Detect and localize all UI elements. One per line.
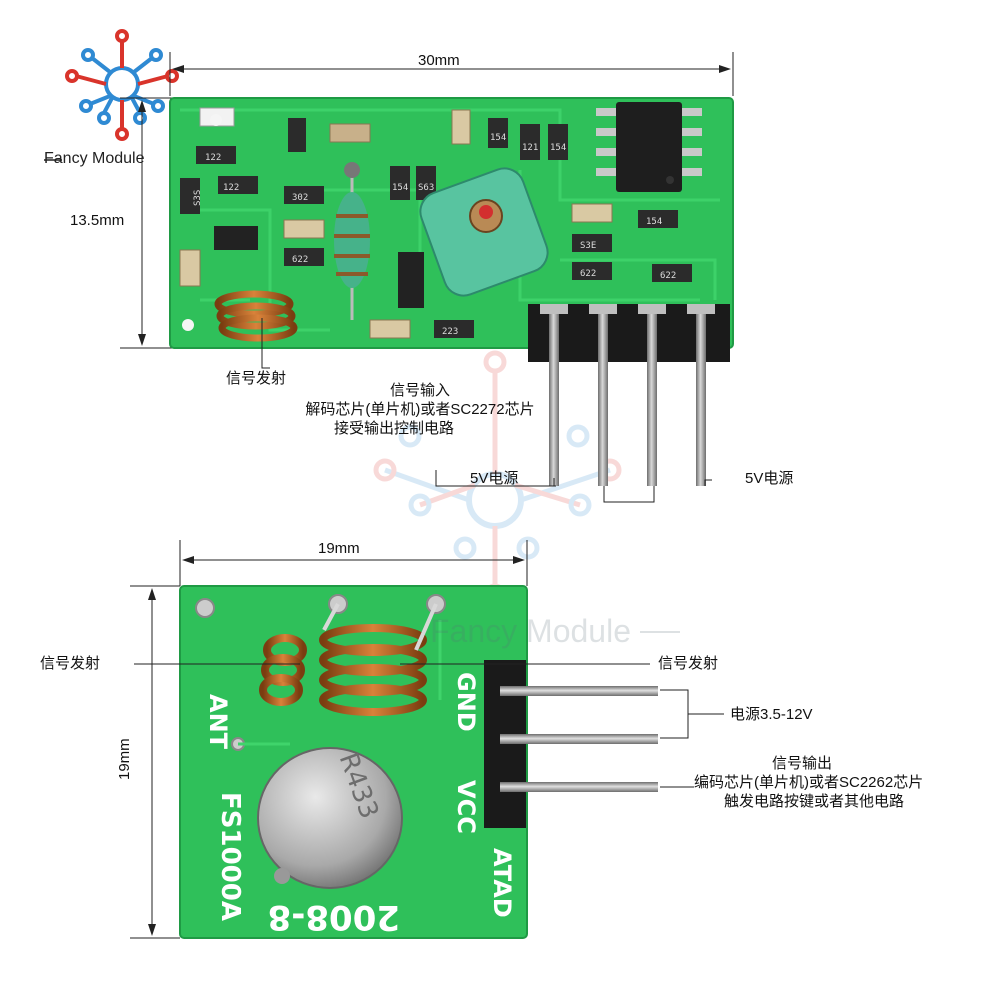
signal-input-callout: 信号输入 解码芯片(单片机)或者SC2272芯片 接受输出控制电路 xyxy=(270,382,570,438)
signal-output-desc-1: 编码芯片(单片机)或者SC2262芯片 xyxy=(694,773,924,791)
transmitter-antenna-coil xyxy=(259,624,427,716)
brand-logo-icon xyxy=(44,29,179,161)
silk-ant: ANT xyxy=(204,694,232,750)
component-code: 154 xyxy=(550,143,566,153)
silkscreen-labels: GND VCC ATAD ANT FS1000A 2008-8 xyxy=(204,672,516,937)
component-code: 622 xyxy=(292,255,308,265)
watermark-text: Fancy Module xyxy=(430,613,631,649)
silk-gnd: GND xyxy=(452,672,480,732)
component-code: S63 xyxy=(418,183,434,193)
component-code: S3S xyxy=(193,190,203,206)
transmitter-module: GND VCC ATAD ANT FS1000A 2008-8 R433 xyxy=(130,540,724,939)
tuning-coil xyxy=(419,167,549,297)
component-code: 122 xyxy=(205,153,221,163)
signal-input-desc-2: 接受输出控制电路 xyxy=(334,419,455,437)
component-code: 622 xyxy=(580,269,596,279)
transmitter-width-label: 19mm xyxy=(318,540,360,557)
receiver-width-label: 30mm xyxy=(418,52,460,69)
signal-input-title: 信号输入 xyxy=(389,382,450,399)
receiver-height-label: 13.5mm xyxy=(70,212,125,229)
component-code: 121 xyxy=(522,143,538,153)
signal-output-title: 信号输出 xyxy=(772,755,833,772)
transmitter-antenna-label-right: 信号发射 xyxy=(658,655,719,672)
silk-atad: ATAD xyxy=(488,848,516,918)
signal-input-desc-1: 解码芯片(单片机)或者SC2272芯片 xyxy=(305,400,535,418)
receiver-antenna-label: 信号发射 xyxy=(226,370,287,387)
power-label-right: 5V电源 xyxy=(745,470,794,487)
brand-name: Fancy Module xyxy=(44,150,145,167)
silk-date: 2008-8 xyxy=(268,897,400,937)
receiver-module: 122 122 S3S 302 622 223 154 121 154 154 … xyxy=(120,52,734,503)
component-code: S3E xyxy=(580,241,596,251)
transmitter-pin-header xyxy=(484,660,658,828)
component-codes: 122 122 S3S 302 622 223 154 121 154 154 … xyxy=(193,133,676,337)
silk-vcc: VCC xyxy=(452,780,480,834)
receiver-antenna-coil xyxy=(214,290,298,342)
transmitter-height-label: 19mm xyxy=(116,738,133,780)
transmitter-antenna-label-left: 信号发射 xyxy=(40,655,101,672)
component-code: 154 xyxy=(646,217,662,227)
power-label-left: 5V电源 xyxy=(470,470,519,487)
smd-components xyxy=(179,107,692,339)
saw-resonator xyxy=(257,747,403,889)
silk-model: FS1000A xyxy=(215,792,245,921)
component-code: 154 xyxy=(490,133,506,143)
component-code: 302 xyxy=(292,193,308,203)
transmitter-power-label: 电源3.5-12V xyxy=(730,706,813,723)
decoder-ic xyxy=(596,102,702,192)
inductor xyxy=(334,162,370,320)
receiver-pin-header xyxy=(528,304,730,486)
signal-output-callout: 信号输出 编码芯片(单片机)或者SC2262芯片 触发电路按键或者其他电路 xyxy=(694,755,964,811)
component-code: 122 xyxy=(223,183,239,193)
component-code: 622 xyxy=(660,271,676,281)
component-code: 223 xyxy=(442,327,458,337)
signal-output-desc-2: 触发电路按键或者其他电路 xyxy=(724,792,905,810)
component-code: 154 xyxy=(392,183,408,193)
